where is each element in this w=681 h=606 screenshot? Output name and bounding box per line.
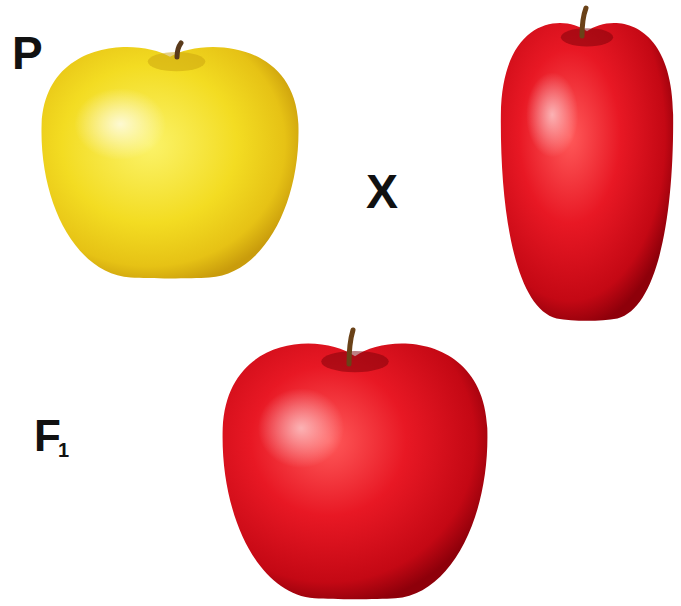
apple-stem [582, 8, 586, 36]
apple-body [41, 47, 298, 279]
generation-label: F [34, 414, 61, 458]
apple-shine [258, 388, 344, 468]
apple-stem [349, 330, 353, 364]
apple-body [223, 344, 488, 600]
generation-label: P [12, 30, 43, 76]
red-elongated-apple [501, 8, 673, 321]
apple-shine [74, 88, 166, 160]
red-round-apple [223, 330, 488, 599]
apple-shade [321, 351, 389, 372]
yellow-apple [41, 43, 298, 279]
apple-stem [177, 43, 181, 57]
generation-subscript: 1 [58, 440, 69, 460]
apple-shine [526, 72, 578, 157]
apple-shade [561, 28, 613, 46]
cross-symbol: X [366, 168, 398, 216]
apple-body [501, 23, 673, 321]
